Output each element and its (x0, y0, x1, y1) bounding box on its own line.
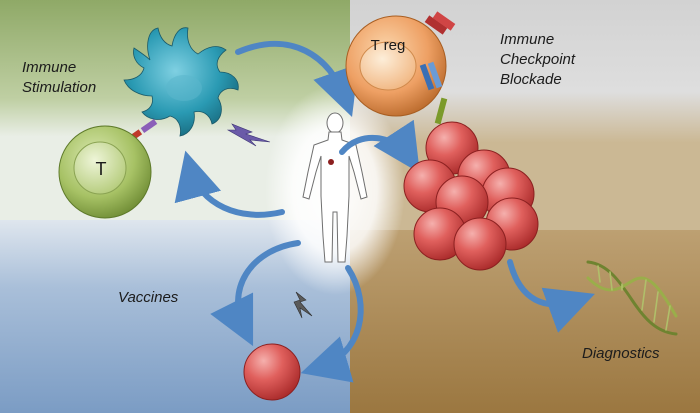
human-body-icon (302, 112, 368, 263)
label-checkpoint-line1: Immune (500, 31, 555, 48)
arrow-body-to-tcell (174, 150, 285, 218)
arrow-tumor-to-dna (507, 259, 595, 333)
arrow-vaccine-loop (300, 265, 364, 383)
flow-arrows (174, 40, 595, 383)
tumor-ligand (434, 97, 448, 125)
label-vaccines: Vaccines (118, 289, 179, 306)
label-checkpoint-line2: Checkpoint (500, 51, 576, 68)
treg-cell-label: T reg (371, 37, 406, 54)
label-immune-stimulation: Immune Stimulation (22, 58, 96, 98)
treg-receptors (419, 11, 456, 91)
dendritic-cell-icon (123, 27, 239, 137)
label-immune-stimulation-line2: Stimulation (22, 79, 97, 96)
lightning-bolt-icon (226, 123, 271, 147)
label-checkpoint-line3: Blockade (500, 71, 562, 88)
dna-helix-icon (586, 260, 678, 336)
arrow-body-to-vaccine (210, 240, 301, 347)
label-diagnostics: Diagnostics (582, 345, 660, 362)
t-cell-label: T (96, 159, 107, 179)
bottom-right-panel (350, 230, 700, 413)
tumor-cluster-icon (403, 121, 539, 271)
label-immune-stimulation-line1: Immune (22, 59, 77, 76)
treg-cell-icon: T reg (345, 15, 447, 117)
vaccine-cell-icon (243, 343, 301, 401)
arrow-dc-to-body (235, 40, 359, 117)
label-checkpoint-blockade: Immune Checkpoint Blockade (500, 30, 575, 90)
arrow-body-to-tumor (339, 119, 420, 174)
vaccine-lightning-icon (293, 291, 313, 319)
t-cell-icon: T (58, 125, 152, 219)
tumor-location-dot (328, 159, 334, 165)
